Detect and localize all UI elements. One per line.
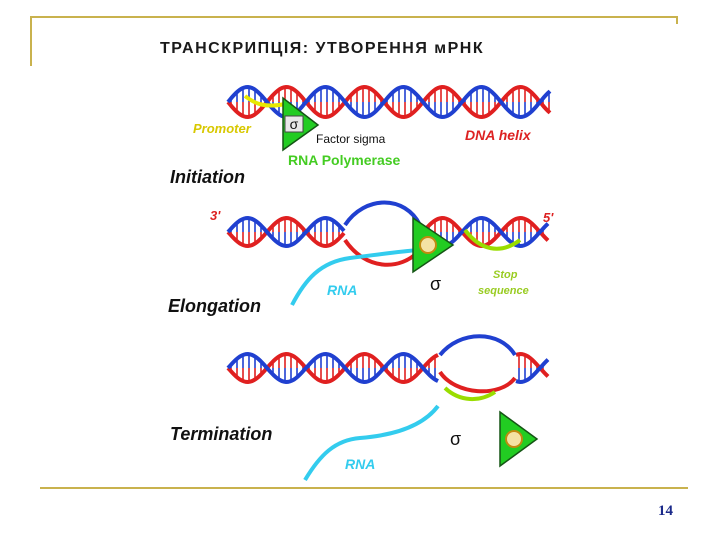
termination-sigma-symbol: σ (450, 429, 461, 449)
elongation-rna-label: RNA (327, 282, 357, 298)
termination-rna-label: RNA (345, 456, 375, 472)
termination-bubble (440, 336, 515, 399)
elongation-polymerase-core (420, 237, 436, 253)
footer-line (40, 487, 688, 489)
promoter-label: Promoter (193, 121, 252, 136)
five-prime-label: 5' (543, 210, 554, 225)
termination-panel: σ RNA Termination (170, 336, 548, 480)
factor-sigma-label: Factor sigma (316, 132, 386, 146)
elongation-label: Elongation (168, 296, 261, 316)
dna-helix-label: DNA helix (465, 127, 532, 143)
termination-bubble-bottom (440, 372, 515, 391)
termination-bubble-top (440, 336, 515, 355)
page-number: 14 (658, 503, 673, 520)
rna-polymerase-label: RNA Polymerase (288, 152, 401, 168)
elongation-sigma-symbol: σ (430, 274, 441, 294)
termination-label: Termination (170, 424, 272, 444)
three-prime-label: 3' (210, 208, 221, 223)
termination-dna-helix (228, 354, 548, 382)
initiation-panel: σ Promoter Factor sigma DNA helix RNA Po… (170, 87, 550, 187)
stop-sequence-label-line1: Stop (493, 269, 518, 281)
stop-sequence-label-line2: sequence (478, 285, 529, 297)
released-polymerase-core (506, 431, 522, 447)
elongation-panel: 3' 5' RNA σ Stop sequence Elongation (168, 203, 554, 317)
sigma-factor-symbol: σ (290, 116, 299, 132)
bubble-top-strand (345, 203, 420, 226)
initiation-label: Initiation (170, 167, 245, 187)
elongation-dna-helix (228, 218, 548, 246)
initiation-dna-helix (228, 87, 550, 117)
